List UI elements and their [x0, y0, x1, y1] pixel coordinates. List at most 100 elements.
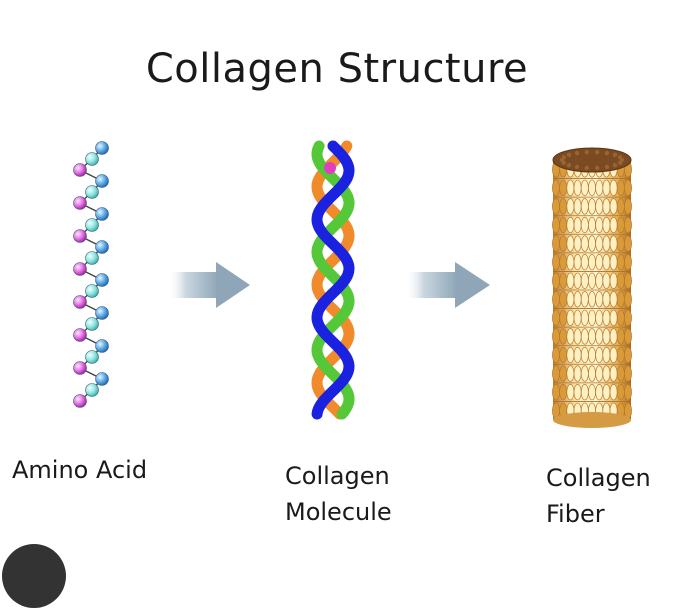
fiber-fibril — [552, 384, 560, 401]
fiber-fibril — [552, 216, 560, 234]
fiber-fibril — [573, 179, 582, 196]
fiber-fibril — [580, 346, 589, 364]
amino-acid-bead — [95, 306, 109, 320]
fiber-fibril — [588, 365, 596, 382]
fiber-fibril — [580, 235, 589, 252]
amino-acid-bead — [73, 196, 87, 210]
fiber-fibril — [602, 328, 611, 345]
fiber-fibril — [624, 216, 632, 234]
fiber-fibril — [609, 179, 618, 196]
fiber-fibril — [602, 291, 611, 308]
fiber-fibril — [624, 328, 632, 345]
fiber-fibril — [580, 198, 589, 215]
fiber-fibril — [559, 216, 568, 234]
collagen-molecule-label-line-1: Collagen — [285, 462, 390, 490]
fiber-fibril — [595, 254, 604, 271]
collagen-molecule-label: Collagen Molecule — [285, 458, 392, 530]
fiber-fibril — [573, 254, 582, 271]
amino-acid-bead — [73, 361, 87, 375]
fiber-fibril — [566, 346, 575, 364]
fiber-fibril — [624, 235, 632, 252]
fiber-fibril — [559, 291, 568, 308]
amino-acid-bead — [95, 207, 109, 221]
fiber-fibril — [616, 309, 625, 326]
fiber-fibril — [559, 254, 568, 271]
fiber-fibril — [595, 291, 604, 308]
fiber-fibril — [566, 198, 575, 215]
amino-acid-bead — [85, 251, 99, 265]
fiber-fibril — [573, 365, 582, 382]
amino-acid-bead — [85, 284, 99, 298]
fiber-fibril — [566, 235, 575, 252]
fiber-fibril — [602, 254, 611, 271]
amino-acid-bead — [95, 273, 109, 287]
page-title: Collagen Structure — [145, 46, 529, 92]
fiber-fibril — [602, 179, 611, 196]
fiber-fibril — [588, 198, 596, 215]
collagen-fiber-label-line-2: Fiber — [546, 500, 605, 528]
fiber-fibril — [580, 179, 589, 196]
fiber-fibril — [602, 235, 611, 252]
fiber-fibril — [588, 216, 596, 234]
fiber-fibril — [616, 291, 625, 308]
amino-acid-bead — [73, 394, 87, 408]
fiber-fibril — [573, 216, 582, 234]
fiber-fibril — [573, 198, 582, 215]
fiber-fibril — [552, 272, 560, 289]
fiber-fibril — [624, 365, 632, 382]
fiber-fibril — [609, 272, 618, 289]
amino-acid-bead — [73, 328, 87, 342]
fiber-fibril — [573, 346, 582, 364]
fiber-fibril — [609, 309, 618, 326]
fiber-fibril — [580, 328, 589, 345]
fiber-fibril — [595, 198, 604, 215]
fiber-fibril — [602, 346, 611, 364]
right-arrow-icon — [168, 262, 250, 308]
fiber-fibril — [616, 346, 625, 364]
fiber-fibril — [624, 384, 632, 401]
fiber-fibril — [624, 198, 632, 215]
diagram-canvas — [73, 140, 632, 428]
fiber-fibril — [595, 328, 604, 345]
fiber-fibril — [559, 235, 568, 252]
amino-acid-bead — [73, 229, 87, 243]
fiber-fibril — [559, 179, 568, 196]
fiber-fibril — [595, 365, 604, 382]
fiber-fibril — [580, 272, 589, 289]
fiber-fibril — [616, 328, 625, 345]
amino-acid-bead — [95, 339, 109, 353]
fiber-fibril — [595, 216, 604, 234]
fiber-fibril — [588, 328, 596, 345]
fiber-fibril — [624, 309, 632, 326]
fiber-fibril — [595, 235, 604, 252]
fiber-fibril — [595, 179, 604, 196]
fiber-fibril — [552, 346, 560, 364]
fiber-fibril — [624, 272, 632, 289]
fiber-fibril — [609, 384, 618, 401]
fiber-fibril — [602, 309, 611, 326]
fiber-fibril — [566, 365, 575, 382]
fiber-fibril — [580, 309, 589, 326]
fiber-fibril — [609, 346, 618, 364]
fiber-fibril — [559, 198, 568, 215]
fiber-fibril — [559, 346, 568, 364]
fiber-fibril — [573, 291, 582, 308]
fiber-fibril — [580, 216, 589, 234]
fiber-fibril — [616, 179, 625, 196]
fiber-fibril — [580, 291, 589, 308]
fiber-fibril — [559, 384, 568, 401]
fiber-fibril — [573, 328, 582, 345]
fiber-fibril — [602, 198, 611, 215]
fiber-fibril — [552, 254, 560, 271]
right-arrow-icon — [405, 262, 490, 308]
fiber-fibril — [588, 272, 596, 289]
fiber-fibril — [609, 291, 618, 308]
amino-acid-label: Amino Acid — [12, 452, 147, 488]
collagen-fiber-icon — [552, 147, 632, 428]
fiber-fibril — [616, 384, 625, 401]
collagen-fiber-label-line-1: Collagen — [546, 464, 651, 492]
fiber-fibril — [573, 272, 582, 289]
amino-acid-bead — [85, 152, 99, 166]
fiber-fibril — [573, 384, 582, 401]
fiber-fibril — [616, 216, 625, 234]
